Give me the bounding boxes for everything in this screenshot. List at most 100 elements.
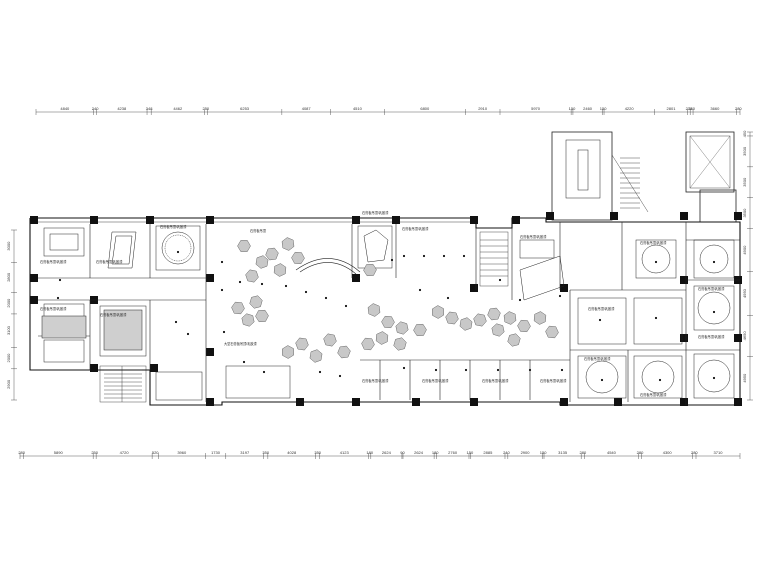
downlight <box>56 296 60 300</box>
dimension-value: 4950 <box>742 288 747 298</box>
dimension-value: 4220 <box>625 106 635 111</box>
dimension-value: 3100 <box>6 325 11 335</box>
dimension-value: 280 <box>735 106 742 111</box>
room-label: 石膏板吊顶/乳胶漆 <box>362 378 389 383</box>
dimension-value: 520 <box>152 450 159 455</box>
downlight <box>284 284 288 288</box>
dimension-value: 4028 <box>287 450 297 455</box>
downlights <box>56 250 716 382</box>
dimension-value: 280 <box>691 450 698 455</box>
dimension-value: 2800 <box>6 272 11 282</box>
room-label: 石膏板吊顶/乳胶漆 <box>520 234 547 239</box>
downlight <box>654 260 658 264</box>
dimension-value: 3500 <box>742 177 747 187</box>
room-label: 石膏板吊顶/乳胶漆 <box>100 312 127 317</box>
ceiling-panel <box>473 313 487 327</box>
downlight <box>442 254 446 258</box>
room-label: 石膏板吊顶/乳胶漆 <box>640 240 667 245</box>
downlight <box>220 260 224 264</box>
ceiling-panel <box>337 345 351 359</box>
ceiling-panel <box>361 337 375 351</box>
ceiling-panel <box>533 311 547 325</box>
ceiling-panel <box>432 305 444 319</box>
room-label: 石膏板吊顶/乳胶漆 <box>402 226 429 231</box>
ceiling-panel <box>487 307 501 321</box>
dimension-value: 4950 <box>742 373 747 383</box>
downlight <box>498 278 502 282</box>
dimension-value: 348 <box>146 106 153 111</box>
downlight <box>318 370 322 374</box>
room-label: 石膏板吊顶/乳胶漆 <box>40 259 67 264</box>
dimension-value: 4462 <box>173 106 183 111</box>
room-labels: 石膏板吊顶/乳胶漆 石膏板吊顶/乳胶漆 石膏板吊顶/乳胶漆 石膏板吊顶/乳胶漆 … <box>40 210 725 397</box>
downlight <box>422 254 426 258</box>
downlight <box>238 280 242 284</box>
downlight <box>560 368 564 372</box>
dimension-value: 2801 <box>667 106 677 111</box>
downlight <box>496 368 500 372</box>
ceiling-panel <box>245 269 259 283</box>
dimension-value: 3000 <box>6 241 11 251</box>
dimension-value: 3135 <box>558 450 568 455</box>
dimension-value: 180 <box>432 450 439 455</box>
dimension-value: 2900 <box>6 379 11 389</box>
downlight <box>558 294 562 298</box>
downlight <box>260 282 264 286</box>
dimension-value: 180 <box>366 450 373 455</box>
dimension-value: 3960 <box>177 450 187 455</box>
ceiling-panel <box>393 337 407 351</box>
ceiling-panel <box>249 295 263 309</box>
dimension-value: 150 <box>540 450 547 455</box>
ceiling-panel <box>507 333 521 347</box>
room-label: 石膏板吊顶/乳胶漆 <box>160 224 187 229</box>
dimension-value: 450 <box>742 130 747 137</box>
dimension-value: 2624 <box>382 450 392 455</box>
dimension-value: 3500 <box>742 208 747 218</box>
dimension-value: 280 <box>18 450 25 455</box>
room-label: 石膏板吊顶 <box>250 228 267 233</box>
room-label: 石膏板吊顶/乳胶漆 <box>482 378 509 383</box>
ceiling-panel <box>395 321 409 335</box>
downlight <box>220 288 224 292</box>
dimension-value: 250 <box>91 450 98 455</box>
downlight <box>462 254 466 258</box>
ceiling-panel <box>503 311 517 325</box>
dimension-value: 6253 <box>240 106 250 111</box>
ceiling-panel <box>255 309 269 323</box>
ceiling-panel <box>445 311 459 325</box>
ceiling-panel <box>273 263 287 277</box>
dimension-value: 1730 <box>211 450 221 455</box>
downlight <box>712 376 716 380</box>
dimension-value: 4650 <box>742 331 747 341</box>
ceiling-panel <box>545 325 559 339</box>
dimension-value: 4123 <box>340 450 350 455</box>
downlight <box>518 298 522 302</box>
downlight <box>402 254 406 258</box>
ceiling-panel <box>241 313 255 327</box>
ceiling-panel <box>367 303 381 317</box>
dimension-value: 2000 <box>6 353 11 363</box>
downlight <box>434 368 438 372</box>
dimension-value: 2760 <box>448 450 458 455</box>
room-label: 石膏板吊顶/乳胶漆 <box>698 334 725 339</box>
room-label: 石膏板吊顶/乳胶漆 <box>362 210 389 215</box>
interior-partitions <box>38 222 740 405</box>
room-label: 石膏板吊顶/乳胶漆 <box>698 286 725 291</box>
dimension-value: 3660 <box>710 106 720 111</box>
dimension-value: 5970 <box>531 106 541 111</box>
dimension-value: 150 <box>600 106 607 111</box>
room-label: 石膏板吊顶/乳胶漆 <box>96 259 123 264</box>
ceiling-panel <box>323 333 337 347</box>
dimension-value: 2900 <box>521 450 531 455</box>
room-label: 石膏板吊顶/乳胶漆 <box>422 378 449 383</box>
dimension-value: 90 <box>400 450 405 455</box>
room-label: 石膏板吊顶/乳胶漆 <box>588 306 615 311</box>
downlight <box>304 290 308 294</box>
dimension-value: 240 <box>503 450 510 455</box>
ceiling-panel <box>282 345 294 359</box>
ceiling-panel <box>295 337 309 351</box>
ceiling-panel <box>237 240 251 252</box>
